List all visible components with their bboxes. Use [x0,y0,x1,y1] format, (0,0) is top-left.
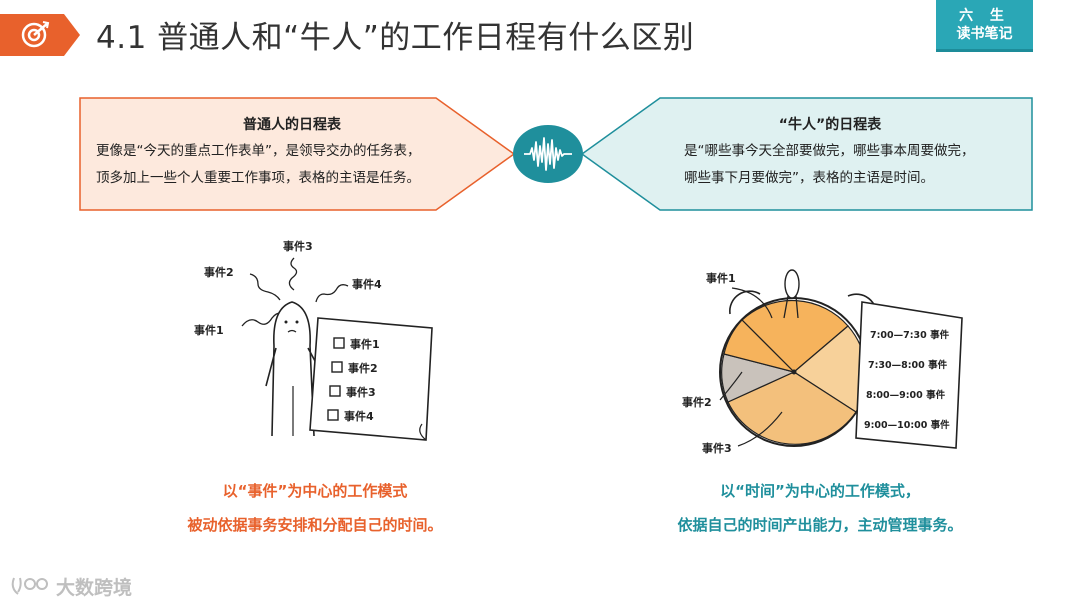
right-card-body: 是“哪些事今天全部要做完，哪些事本周要做完， 哪些事下月要做完”，表格的主语是时… [640,138,1020,192]
left-event-label: 事件4 [352,277,382,291]
page-title: 4.1 普通人和“牛人”的工作日程有什么区别 [96,20,695,56]
left-card-line-1: 更像是“今天的重点工作表单”，是领导交办的任务表， [96,143,421,159]
left-event-label: 事件2 [204,265,234,279]
right-card-line-1: 是“哪些事今天全部要做完，哪些事本周要做完， [684,143,975,159]
left-checklist-item: 事件4 [344,409,374,423]
left-card: 普通人的日程表 更像是“今天的重点工作表单”，是领导交办的任务表， 顶多加上一些… [82,98,502,208]
left-caption-line-1: 以“事件”为中心的工作模式 [222,482,408,500]
schedule-entry: 9:00—10:00 事件 [864,419,950,431]
left-event-label: 事件1 [194,323,224,337]
target-icon [0,14,80,56]
left-checklist-item: 事件3 [346,385,376,399]
right-caption: 以“时间”为中心的工作模式， 依据自己的时间产出能力，主动管理事务。 [610,474,1030,542]
brand-logo: 六 生 读书笔记 [936,0,1033,52]
watermark-text: 大数跨境 [56,576,133,599]
watermark: 大数跨境 [10,572,132,600]
schedule-entry: 7:30—8:00 事件 [868,359,948,371]
right-event-label: 事件1 [706,271,736,285]
brand-line-2: 读书笔记 [956,26,1013,42]
left-caption: 以“事件”为中心的工作模式 被动依据事务安排和分配自己的时间。 [120,474,510,542]
left-checklist-item: 事件1 [350,337,380,351]
left-card-title: 普通人的日程表 [243,117,341,133]
right-card-title: “牛人”的日程表 [778,117,882,133]
schedule-entry: 8:00—9:00 事件 [866,389,946,401]
watermark-logo-icon [11,577,48,595]
left-card-line-2: 顶多加上一些个人重要工作事项，表格的主语是任务。 [96,170,420,186]
left-checklist-item: 事件2 [348,361,378,375]
event-centered-illustration: 事件3 事件2 事件4 事件1 事件1 事件2 事件3 事件4 [194,239,433,441]
right-caption-line-1: 以“时间”为中心的工作模式， [720,482,920,500]
brand-line-1: 六 生 [959,8,1010,24]
right-card-line-2: 哪些事下月要做完”，表格的主语是时间。 [684,170,934,186]
right-card: “牛人”的日程表 是“哪些事今天全部要做完，哪些事本周要做完， 哪些事下月要做完… [640,98,1020,208]
left-event-label: 事件3 [283,239,313,253]
left-card-body: 更像是“今天的重点工作表单”，是领导交办的任务表， 顶多加上一些个人重要工作事项… [82,138,502,192]
left-caption-line-2: 被动依据事务安排和分配自己的时间。 [187,516,443,534]
right-event-label: 事件3 [702,441,732,455]
sound-wave-icon [513,125,583,183]
schedule-entry: 7:00—7:30 事件 [870,329,950,341]
time-centered-illustration: 事件1 事件2 事件3 7:00—7:30 事件 7:30—8:00 事件 8:… [682,269,963,455]
right-event-label: 事件2 [682,395,712,409]
right-caption-line-2: 依据自己的时间产出能力，主动管理事务。 [677,516,963,534]
